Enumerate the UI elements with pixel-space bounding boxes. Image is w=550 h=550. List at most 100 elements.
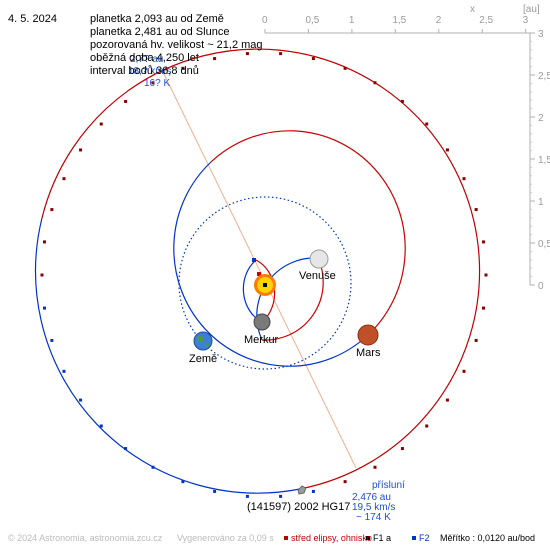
asteroid-orbit-point	[462, 177, 466, 181]
copyright-text: © 2024 Astronomia, astronomia.zcu.cz	[8, 533, 163, 543]
asteroid-orbit-points	[40, 52, 488, 498]
asteroid-orbit-point	[400, 447, 404, 451]
mars: Mars	[356, 324, 381, 359]
x-tick-label: 0,5	[305, 15, 319, 26]
aphelion-temperature: 16? K	[144, 78, 170, 89]
x-tick-label: 2	[436, 15, 442, 26]
earth: Země	[189, 331, 217, 365]
venus: Venuše	[299, 249, 336, 282]
perihelion-distance: 2,476 au	[352, 492, 391, 503]
asteroid-orbit-point	[482, 240, 486, 244]
asteroid-label: (141597) 2002 HG17	[247, 501, 350, 513]
asteroid-orbit-point	[50, 208, 54, 212]
x-tick-label: 1	[349, 15, 355, 26]
asteroid-orbit-point	[343, 480, 347, 484]
earth-land	[197, 335, 209, 347]
asteroid-orbit-point	[99, 424, 103, 428]
asteroid-orbit-point	[124, 447, 128, 451]
x-tick-label: 0	[262, 15, 268, 26]
asteroid-orbit-point	[151, 81, 155, 85]
y-tick-label: 3	[538, 29, 544, 40]
mars-label: Mars	[356, 347, 381, 359]
mars-orbit-blue-arc	[173, 161, 369, 367]
asteroid-orbit-point	[40, 273, 44, 277]
asteroid-orbit-point	[311, 57, 315, 61]
info-line-interval: interval bodů 36,8 dnů	[90, 65, 199, 77]
info-line-period: oběžná doba 4,250 let	[90, 52, 199, 64]
mercury-orbit-marker	[252, 258, 256, 262]
info-line-sun-distance: planetka 2,481 au od Slunce	[90, 26, 230, 38]
asteroid-orbit-point	[400, 99, 404, 103]
asteroid-orbit-point	[474, 208, 478, 212]
asteroid-orbit-point	[311, 489, 315, 493]
asteroid-orbit-point	[373, 81, 377, 85]
asteroid-orbit-point	[445, 148, 449, 152]
legend-f1-text: F1 a	[373, 533, 392, 543]
asteroid-orbit-point	[279, 494, 283, 498]
asteroid-orbit-point	[474, 338, 478, 342]
asteroid-body	[297, 485, 307, 495]
asteroid-orbit-point	[484, 273, 488, 277]
earth-orbit	[178, 196, 352, 370]
y-tick-label: 0	[538, 281, 544, 292]
asteroid-orbit-point	[181, 480, 185, 484]
perihelion-speed: 19,5 km/s	[352, 502, 395, 513]
mercury: Merkur	[244, 313, 279, 346]
asteroid-orbit-point	[213, 489, 217, 493]
info-line-magnitude: pozorovaná hv. velikost ~ 21,2 mag	[90, 39, 263, 51]
asteroid-orbit-point	[62, 177, 66, 181]
y-tick-label: 1	[538, 197, 544, 208]
mars-orbit-red-arc	[210, 130, 406, 336]
venus-orbit-red-arc	[261, 257, 324, 341]
mercury-orbit-marker	[257, 272, 261, 276]
perihelion-temperature: ~ 174 K	[356, 512, 391, 523]
asteroid-orbit-point	[343, 66, 347, 70]
mars-orbit	[173, 130, 406, 367]
asteroid-orbit-point	[62, 369, 66, 373]
y-tick-label: 1,5	[538, 155, 550, 166]
y-tick-label: 2	[538, 113, 544, 124]
asteroid-orbit-point	[124, 99, 128, 103]
unit-label: [au]	[523, 4, 540, 15]
aphelion-distance: 2,7? au	[130, 54, 163, 65]
asteroid-orbit-point	[151, 465, 155, 469]
sun	[254, 274, 276, 296]
info-panel: planetka 2,093 au od Země planetka 2,481…	[90, 13, 263, 78]
y-tick-label: 2,5	[538, 71, 550, 82]
apsis-line	[162, 71, 357, 469]
perihelion-annotation: přísluní 2,476 au 19,5 km/s ~ 174 K	[352, 480, 405, 523]
generated-text: Vygenerováno za 0,09 s	[177, 533, 274, 543]
asteroid-orbit-point	[445, 398, 449, 402]
x-tick-label: 1,5	[392, 15, 406, 26]
scale-text: Měřítko : 0,0120 au/bod	[440, 533, 536, 543]
asteroid-orbit-point	[50, 338, 54, 342]
asteroid-orbit-point	[482, 306, 486, 310]
asteroid-orbit-point	[213, 57, 217, 61]
mercury-label: Merkur	[244, 334, 279, 346]
asteroid: (141597) 2002 HG17	[247, 485, 350, 513]
legend-f1-marker	[366, 536, 370, 540]
asteroid-orbit-point	[425, 122, 429, 126]
asteroid-orbit	[34, 48, 488, 498]
asteroid-orbit-point	[373, 465, 377, 469]
earth-label: Země	[189, 353, 217, 365]
asteroid-orbit-point	[79, 148, 83, 152]
asteroid-orbit-point	[42, 306, 46, 310]
asteroid-orbit-point	[42, 240, 46, 244]
asteroid-orbit-point	[79, 398, 83, 402]
legend-f2-text: F2	[419, 533, 430, 543]
asteroid-orbit-point	[99, 122, 103, 126]
asteroid-orbit-point	[245, 494, 249, 498]
mars-planet	[357, 324, 379, 346]
asteroid-orbit-point	[279, 52, 283, 56]
x-tick-label: 2,5	[479, 15, 493, 26]
asteroid-orbit-point	[245, 52, 249, 56]
venus-planet	[309, 249, 329, 269]
y-ticks: 32,521,510,50	[530, 29, 550, 292]
aphelion-speed: 18,? km/s	[128, 66, 171, 77]
aphelion-annotation: 2,7? au 18,? km/s 16? K	[128, 54, 171, 89]
legend-center-text: střed elipsy, ohnisko	[291, 533, 372, 543]
